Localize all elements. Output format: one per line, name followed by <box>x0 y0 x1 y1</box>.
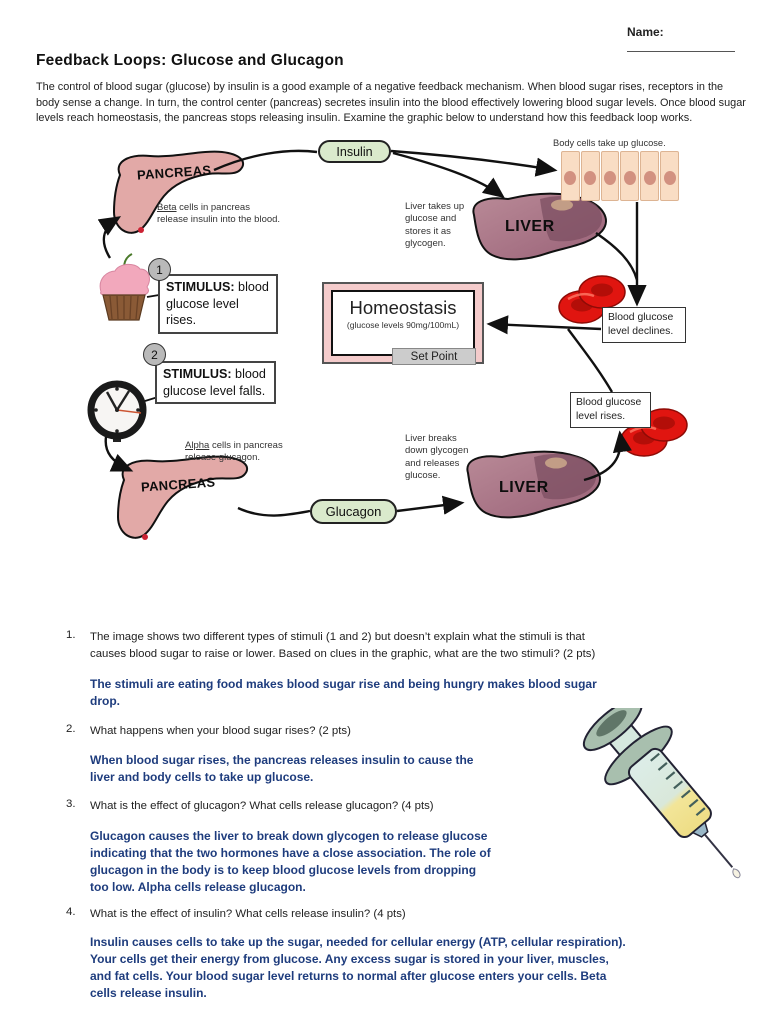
pancreas-bottom-illustration <box>117 455 249 540</box>
arrow-rises-to-homeostasis <box>567 328 614 393</box>
stimulus2-box: STIMULUS: blood glucose level falls. <box>155 361 276 404</box>
liver-breaks-note: Liver breaks down glycogen and releases … <box>405 433 469 481</box>
flow-arrows <box>97 149 647 517</box>
set-point-tag: Set Point <box>392 348 476 365</box>
insulin-pill: Insulin <box>318 140 391 163</box>
clock-icon <box>87 380 147 442</box>
homeostasis-title: Homeostasis <box>349 297 457 318</box>
feedback-loop-diagram <box>87 149 689 540</box>
stimulus1-number-badge: 1 <box>148 258 171 281</box>
arrow-insulin-to-liver <box>392 151 505 199</box>
body-cell <box>660 151 679 201</box>
arrow-pancreas-to-glucagon <box>237 506 311 517</box>
homeostasis-inner-box: Homeostasis (glucose levels 90mg/100mL) <box>331 290 475 356</box>
answer-4-text: Insulin causes cells to take up the suga… <box>90 935 626 1000</box>
page-title: Feedback Loops: Glucose and Glucagon <box>36 52 344 69</box>
arrow-glucagon-to-liver <box>396 495 465 515</box>
alpha-cells-note: Alpha cells in pancreas release glucagon… <box>185 440 321 465</box>
glucagon-pill-label: Glucagon <box>325 504 382 519</box>
arrow-clock-to-pancreas <box>104 436 134 472</box>
glucagon-pill: Glucagon <box>310 499 397 524</box>
beta-note-text: cells in pancreas release insulin into t… <box>157 202 281 226</box>
syringe-icon <box>582 708 741 879</box>
answer-2-text: When blood sugar rises, the pancreas rel… <box>90 753 474 784</box>
stimulus2-label: STIMULUS: <box>163 367 232 381</box>
question-2-number: 2. <box>66 723 76 735</box>
beta-cells-note: Beta cells in pancreas release insulin i… <box>157 202 293 227</box>
answer-3-text: Glucagon causes the liver to break down … <box>90 829 491 894</box>
blood-glucose-rises-box: Blood glucose level rises. <box>570 392 651 428</box>
intro-paragraph: The control of blood sugar (glucose) by … <box>36 81 746 125</box>
question-4-text: What is the effect of insulin? What cell… <box>90 908 406 920</box>
arrow-pancreas-to-insulin <box>213 149 318 172</box>
arrow-declines-to-homeostasis <box>486 315 602 335</box>
question-2-text: What happens when your blood sugar rises… <box>90 725 351 737</box>
stimulus1-label: STIMULUS: <box>166 280 235 294</box>
body-cell <box>580 151 600 201</box>
connector-cupcake-stimulus1 <box>146 294 160 298</box>
liver-bottom-label: LIVER <box>499 479 549 496</box>
question-4-number: 4. <box>66 906 76 918</box>
stimulus2-text: blood glucose level falls. <box>163 367 266 398</box>
answer-1-text: The stimuli are eating food makes blood … <box>90 677 597 708</box>
stimulus1-box: STIMULUS: blood glucose level rises. <box>158 274 278 334</box>
body-cells-caption: Body cells take up glucose. <box>553 138 666 148</box>
liver-top-label: LIVER <box>505 218 555 235</box>
body-cells-illustration <box>561 151 679 201</box>
stimulus2-number-badge: 2 <box>143 343 166 366</box>
homeostasis-subtitle: (glucose levels 90mg/100mL) <box>346 320 460 330</box>
body-cell <box>620 151 640 201</box>
question-1-number: 1. <box>66 629 76 641</box>
arrow-liver-to-declines <box>595 232 639 281</box>
pancreas-drip-icon <box>138 227 144 233</box>
insulin-pill-label: Insulin <box>336 144 373 159</box>
name-label: Name: <box>627 25 664 39</box>
body-cell <box>600 151 620 201</box>
alpha-note-text: cells in pancreas release glucagon. <box>185 440 283 464</box>
beta-word: Beta <box>157 202 177 213</box>
blood-glucose-declines-box: Blood glucose level declines. <box>602 307 686 343</box>
stimulus1-text: blood glucose level rises. <box>166 280 269 327</box>
alpha-word: Alpha <box>185 440 210 451</box>
cupcake-icon <box>99 253 150 321</box>
arrow-cupcake-to-pancreas <box>97 216 122 259</box>
pancreas-top-illustration <box>113 150 245 234</box>
question-3-text: What is the effect of glucagon? What cel… <box>90 800 434 812</box>
arrow-liver-to-rises <box>583 430 632 482</box>
arrow-insulin-to-body-cells <box>390 149 558 177</box>
body-cell <box>640 151 660 201</box>
question-1-text: The image shows two different types of s… <box>90 631 596 660</box>
body-cell <box>561 151 580 201</box>
name-blank-line <box>627 39 735 52</box>
question-3-number: 3. <box>66 798 76 810</box>
name-field-row: Name: <box>627 25 768 55</box>
liver-takes-note: Liver takes up glucose and stores it as … <box>405 201 465 249</box>
